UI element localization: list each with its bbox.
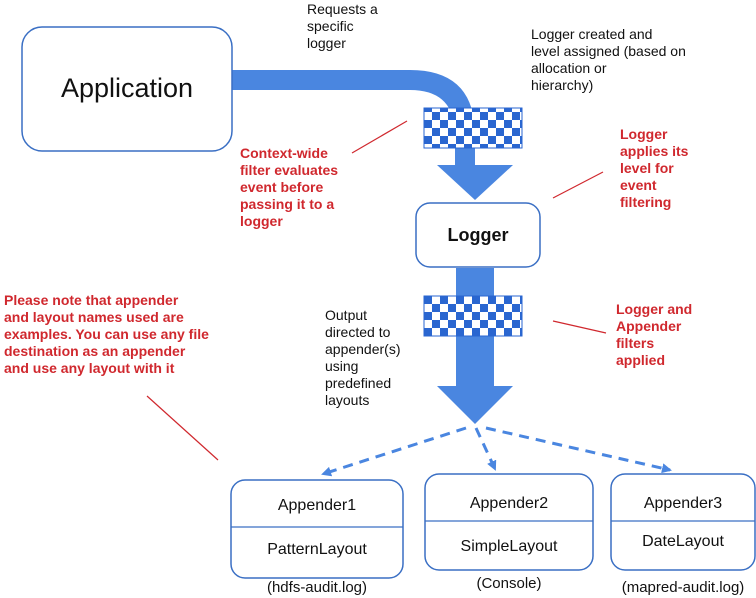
note-filters-applied: Logger and Appender filters applied — [616, 301, 692, 369]
note-line: specific — [307, 18, 354, 34]
appender2-file: (Console) — [476, 575, 542, 592]
appender1-name: Appender1 — [277, 497, 357, 514]
leader-context-filter — [351, 120, 408, 154]
note-line: and use any layout with it — [4, 360, 175, 376]
note-line: applies its — [620, 143, 689, 159]
note-line: predefined — [325, 375, 392, 391]
appender2-box — [424, 473, 594, 571]
note-line: Logger and — [616, 301, 693, 317]
note-line: and layout names used are — [4, 309, 184, 325]
connector-appender1 — [321, 426, 467, 477]
note-output-directed: Output directed to appender(s) using pre… — [325, 307, 401, 409]
appender3-file: (mapred-audit.log) — [621, 579, 745, 596]
note-line: Please note that appender — [4, 292, 179, 308]
note-line: layouts — [325, 392, 370, 408]
connector-appender3 — [485, 426, 672, 474]
appender1-layout: PatternLayout — [267, 541, 367, 558]
context-filter-block — [423, 107, 523, 149]
flow-pipe-top — [232, 70, 475, 168]
appender2-layout: SimpleLayout — [460, 538, 558, 555]
appender3-name: Appender3 — [643, 495, 723, 512]
note-context-filter: Context-wide filter evaluates event befo… — [240, 145, 338, 230]
appender3-layout: DateLayout — [642, 533, 724, 550]
appender1-box — [230, 479, 404, 579]
leader-filters-applied — [552, 320, 607, 334]
note-line: Appender — [616, 318, 682, 334]
note-line: allocation or — [531, 60, 607, 76]
logger-label: Logger — [447, 225, 509, 245]
note-line: applied — [616, 352, 666, 368]
note-line: Output — [325, 307, 368, 323]
flow-arrow-to-logger — [437, 165, 513, 200]
note-line: destination as an appender — [4, 343, 186, 359]
note-logger-applies: Logger applies its level for event filte… — [620, 126, 688, 211]
note-logger-created: Logger created and level assigned (based… — [531, 26, 686, 94]
note-line: event before — [240, 179, 324, 195]
note-line: appender(s) — [325, 341, 401, 357]
note-line: logger — [307, 35, 346, 51]
note-line: directed to — [325, 324, 391, 340]
note-line: filtering — [620, 194, 672, 210]
note-line: logger — [240, 213, 283, 229]
note-line: Requests a — [307, 1, 378, 17]
appender3-box — [610, 473, 756, 571]
appender-filter-block — [423, 295, 523, 337]
flow-arrow-to-appenders — [437, 386, 513, 424]
logger-box — [415, 202, 541, 268]
leader-logger-applies — [552, 171, 604, 199]
application-box — [21, 26, 233, 152]
connector-appender2 — [474, 427, 497, 471]
note-line: Logger — [620, 126, 668, 142]
note-line: using — [325, 358, 359, 374]
appender1-file: (hdfs-audit.log) — [266, 579, 368, 596]
note-line: level for — [620, 160, 674, 176]
note-line: passing it to a — [240, 196, 335, 212]
note-line: Logger created and — [531, 26, 653, 42]
appender2-name: Appender2 — [469, 495, 549, 512]
leader-please-note — [146, 395, 219, 461]
note-line: level assigned (based on — [531, 43, 686, 59]
note-please-note: Please note that appender and layout nam… — [4, 292, 209, 377]
note-line: Context-wide — [240, 145, 328, 161]
note-requests-logger: Requests a specific logger — [307, 1, 378, 52]
note-line: filters — [616, 335, 655, 351]
note-line: examples. You can use any file — [4, 326, 209, 342]
application-label: Application — [60, 73, 194, 103]
note-line: hierarchy) — [531, 77, 594, 93]
note-line: filter evaluates — [240, 162, 339, 178]
note-line: event — [620, 177, 657, 193]
